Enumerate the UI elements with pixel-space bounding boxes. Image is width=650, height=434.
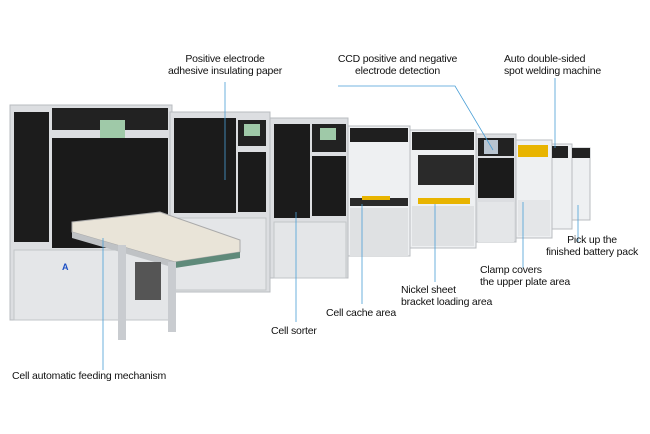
label-feeding-mechanism: Cell automatic feeding mechanism [12,370,167,382]
label-cell-cache: Cell cache area [326,307,396,319]
label-line: spot welding machine [504,65,601,77]
feeding-module: A [9,104,173,321]
label-line: Pick up the [567,234,617,246]
label-clamp-covers: Clamp covers the upper plate area [480,264,570,288]
label-line: bracket loading area [401,296,493,308]
label-line: Positive electrode [185,53,265,65]
clamp-module [515,139,553,239]
feeding-conveyor [71,211,241,340]
cell-sorter-module [269,117,349,279]
label-line: CCD positive and negative [337,53,458,65]
label-cell-sorter: Cell sorter [271,325,317,337]
label-ccd-detection: CCD positive and negative electrode dete… [330,53,465,77]
label-pick-up: Pick up the finished battery pack [536,234,648,258]
label-line: Nickel sheet [401,284,456,296]
label-line: Auto double-sided [504,53,586,65]
nickel-loading-module [409,129,477,249]
label-line: Clamp covers [480,264,542,276]
label-spot-welding: Auto double-sided spot welding machine [504,53,601,77]
welding-module [551,143,591,230]
label-line: finished battery pack [545,246,639,258]
leader-lines [102,78,579,370]
logo: A [62,262,69,272]
label-line: adhesive insulating paper [167,65,283,77]
ccd-module [475,133,517,243]
label-line: the upper plate area [480,276,570,288]
label-nickel-sheet: Nickel sheet bracket loading area [401,284,492,308]
label-line: electrode detection [355,65,440,77]
label-positive-electrode: Positive electrode adhesive insulating p… [165,53,285,77]
cell-cache-module [347,125,411,257]
